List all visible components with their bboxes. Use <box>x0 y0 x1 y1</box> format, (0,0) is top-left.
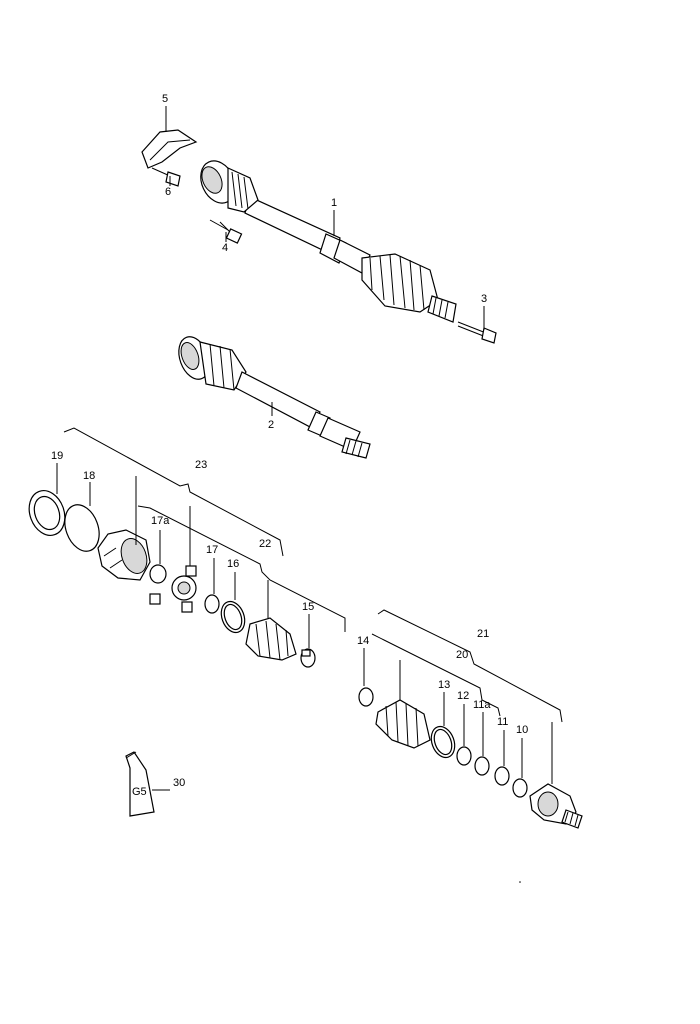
label-19: 19 <box>51 450 63 462</box>
label-6: 6 <box>165 186 171 198</box>
label-12: 12 <box>457 690 469 702</box>
bracket-22 <box>137 505 346 632</box>
bracket-20 <box>371 633 501 717</box>
ring-11a <box>474 756 490 776</box>
leader-lines <box>56 106 553 784</box>
bracket-23 <box>63 427 284 557</box>
grease-tube-30: G5 <box>125 751 170 817</box>
label-13: 13 <box>438 679 450 691</box>
bracket-21 <box>377 609 563 723</box>
callout-labels: 5 6 1 4 3 2 19 18 23 17a 22 17 16 15 21 … <box>51 93 528 789</box>
label-23: 23 <box>195 459 207 471</box>
label-11: 11 <box>497 716 508 728</box>
speck <box>519 881 521 883</box>
circlip-10 <box>512 778 528 798</box>
joint-housing <box>97 529 151 581</box>
clamp-16 <box>220 600 246 634</box>
clamp-14 <box>358 687 374 707</box>
grease-tube-text: G5 <box>132 786 147 798</box>
outer-cv-joint <box>529 783 583 829</box>
ring-18 <box>64 504 100 552</box>
boot-right <box>375 699 431 749</box>
drive-shaft-1 <box>141 129 497 344</box>
label-10: 10 <box>516 724 528 736</box>
label-21: 21 <box>477 628 489 640</box>
label-11a: 11a <box>473 699 491 711</box>
bolt-6 <box>151 167 181 187</box>
label-18: 18 <box>83 470 95 482</box>
label-16: 16 <box>227 558 239 570</box>
drive-shaft-2 <box>178 336 371 459</box>
bolt-4 <box>209 219 243 244</box>
label-20: 20 <box>456 649 468 661</box>
clamp-15 <box>300 648 316 668</box>
label-14: 14 <box>357 635 369 647</box>
label-17: 17 <box>206 544 218 556</box>
label-3: 3 <box>481 293 487 305</box>
label-30: 30 <box>173 777 185 789</box>
circlip-17a <box>149 564 167 584</box>
label-17a: 17a <box>151 515 170 527</box>
circlip-17 <box>204 594 220 614</box>
label-2: 2 <box>268 419 274 431</box>
ring-19 <box>28 490 66 536</box>
label-15: 15 <box>302 601 314 613</box>
label-22: 22 <box>259 538 271 550</box>
label-5: 5 <box>162 93 168 105</box>
tripod-spider <box>149 565 197 613</box>
heat-shield-5 <box>141 129 198 169</box>
circlip-11 <box>494 766 510 786</box>
label-4: 4 <box>222 242 228 254</box>
ring-12 <box>456 746 472 766</box>
label-1: 1 <box>331 197 337 209</box>
boot-left <box>245 617 297 661</box>
bolt-3 <box>457 321 497 344</box>
clamp-13 <box>430 725 456 759</box>
